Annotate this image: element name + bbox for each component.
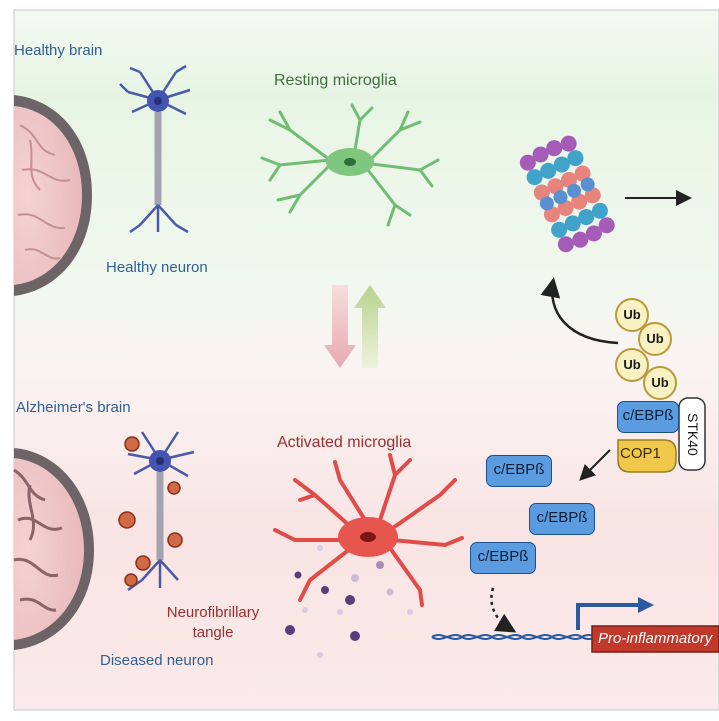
release-arrow	[579, 449, 611, 481]
green-arrow-up	[354, 285, 386, 368]
ubiquitin-4: Ub	[643, 366, 677, 400]
transcription-arrow-head	[638, 597, 654, 613]
ubiquitin-2: Ub	[638, 322, 672, 356]
cop1-label: COP1	[620, 445, 661, 462]
cop1-protein	[617, 439, 677, 473]
stk40-label: STK40	[685, 413, 701, 456]
dna-strand	[431, 634, 613, 640]
free-cebpb-3: c/EBPß	[470, 542, 536, 574]
healthy-neuron-illustration	[119, 64, 191, 234]
activated-microglia-illustration	[273, 453, 464, 607]
resting-microglia-label: Resting microglia	[274, 72, 397, 89]
neurofibrillary-label: Neurofibrillary tangle	[163, 604, 263, 641]
neurofibrillary-line-1: Neurofibrillary	[166, 604, 260, 621]
alzheimers-brain-illustration	[13, 448, 94, 650]
resting-microglia-illustration	[260, 103, 440, 227]
diseased-neuron-label: Diseased neuron	[100, 652, 214, 669]
healthy-neuron-label: Healthy neuron	[106, 259, 208, 276]
stk40-protein	[678, 397, 706, 471]
ubiquitination-curved-arrow	[540, 277, 619, 345]
plaque	[124, 436, 140, 452]
plaque	[124, 573, 138, 587]
alzheimers-brain-label: Alzheimer's brain	[16, 399, 131, 416]
plaque	[167, 532, 183, 548]
pro-inflammatory-gene-box	[591, 625, 719, 653]
transcription-start-arrow	[576, 603, 640, 630]
complex-cebpb-box: c/EBPß	[617, 401, 679, 433]
diseased-neuron-illustration	[118, 431, 195, 592]
pro-inflammatory-gene-label: Pro-inflammatory	[598, 630, 713, 647]
cytokine-dots	[285, 545, 413, 658]
healthy-brain-label: Healthy brain	[14, 42, 103, 59]
plaque	[167, 481, 181, 495]
neurofibrillary-line-2: tangle	[192, 624, 234, 641]
proteasome-illustration	[519, 135, 615, 253]
equilibrium-arrows	[324, 285, 386, 368]
activated-microglia-label: Activated microglia	[277, 434, 412, 451]
pink-arrow-down	[324, 285, 356, 368]
plaque	[135, 555, 151, 571]
free-cebpb-1: c/EBPß	[486, 455, 552, 487]
healthy-brain-illustration	[14, 95, 92, 296]
free-cebpb-2: c/EBPß	[529, 503, 595, 535]
plaque	[118, 511, 136, 529]
